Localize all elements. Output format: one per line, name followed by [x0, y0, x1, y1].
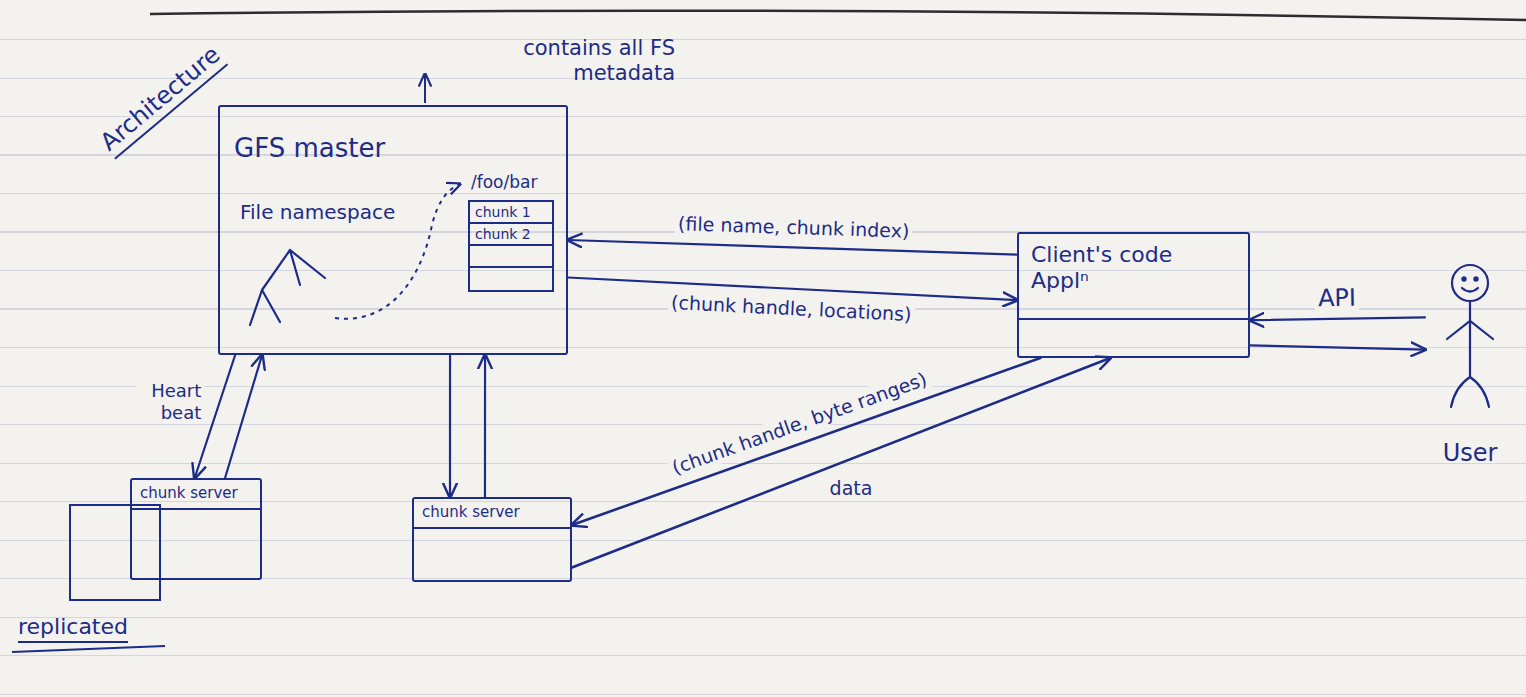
edge-label: (chunk handle, locations) [668, 291, 915, 326]
chunk-table-frame: chunk 1 chunk 2 [468, 200, 554, 292]
replica-box [70, 505, 160, 600]
figure-head [1452, 265, 1488, 301]
table-row [470, 246, 552, 268]
stick-figure [1425, 255, 1515, 435]
figure-arms [1447, 321, 1493, 339]
stick-figure-strokes [1447, 265, 1493, 407]
flow-arrow [572, 358, 1110, 568]
flow-arrow [1250, 317, 1425, 320]
flow-arrow [225, 355, 262, 478]
table-row [470, 268, 552, 290]
node-title: Client's code Applⁿ [1019, 234, 1233, 303]
replicated-underline [12, 646, 165, 652]
chunkserver-box: chunk server [130, 478, 262, 580]
page-top-rule [150, 11, 1526, 20]
master-box: chunk 1 chunk 2/foo/bar GFS masterFile nam… [218, 105, 568, 355]
figure-body [1469, 301, 1471, 377]
node-subtitle: File namespace [240, 200, 395, 224]
box-divider [132, 508, 260, 510]
user-figure: User [1425, 255, 1515, 470]
namespace-tree [250, 250, 325, 325]
table-cell: chunk 1 [475, 204, 531, 221]
client-box: Client's code Applⁿ [1017, 232, 1250, 358]
edge-label: API [1315, 283, 1359, 313]
flow-arrow [1250, 345, 1425, 349]
chunkserver-box: chunk server [412, 497, 572, 582]
actor-name: User [1425, 439, 1515, 468]
section-heading: Architecture [95, 40, 228, 159]
figure-legs [1451, 377, 1489, 407]
figure-eye [1474, 277, 1477, 280]
metadata-pointer [424, 74, 426, 103]
flow-arrow [572, 358, 1040, 525]
flow-arrow [449, 355, 451, 497]
node-title: GFS master [234, 133, 385, 164]
callout-note: contains all FS metadata [440, 36, 675, 86]
box-divider [414, 527, 570, 529]
box-divider [1019, 318, 1248, 320]
table-row: chunk 2 [470, 224, 552, 246]
edge-label: (file name, chunk index) [674, 212, 912, 243]
note-label: replicated [18, 614, 128, 643]
chunk-table: chunk 1 chunk 2/foo/bar [465, 170, 560, 300]
edge-label: data [827, 477, 876, 500]
node-title: chunk server [132, 480, 246, 506]
figure-smile [1462, 288, 1478, 292]
table-cell: chunk 2 [475, 226, 531, 243]
file-path: /foo/bar [471, 172, 537, 192]
flow-arrow [484, 355, 486, 497]
edge-label: (chunk handle, byte ranges) [666, 366, 933, 480]
table-row: chunk 1 [470, 202, 552, 224]
figure-eye [1462, 277, 1465, 280]
flow-arrow [568, 240, 1017, 255]
edge-label: Heart beat [136, 380, 204, 423]
node-title: chunk server [414, 499, 528, 525]
